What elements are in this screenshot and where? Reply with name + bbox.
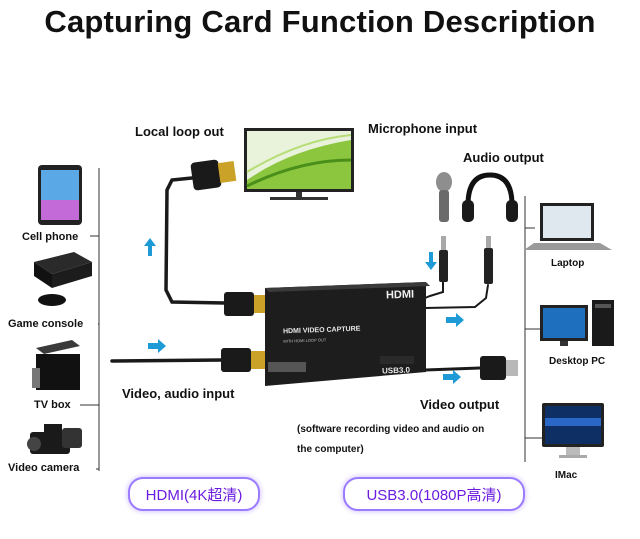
label-local-loop-out: Local loop out: [135, 124, 224, 139]
loop-out-cable: [164, 176, 227, 305]
label-desktop-pc: Desktop PC: [549, 356, 606, 367]
label-tv-box: TV box: [34, 399, 71, 411]
label-microphone-input: Microphone input: [368, 121, 478, 136]
badge-hdmi: HDMI(4K超清): [128, 477, 260, 511]
hdmi-plug-input: [221, 348, 265, 372]
source-bracket: [80, 168, 100, 471]
arrow-up-loop: [144, 238, 156, 256]
output-bracket: [524, 196, 542, 462]
label-laptop: Laptop: [551, 258, 585, 269]
cables: [110, 176, 489, 372]
arrow-right-input: [148, 339, 166, 353]
label-video-output: Video output: [420, 397, 500, 412]
monitor-icon: [244, 128, 354, 200]
desktop-pc-icon: [540, 300, 614, 346]
mic-cable: [424, 281, 444, 299]
label-video-output-note-1: (software recording video and audio on: [297, 424, 485, 435]
device-port-label: USB3.0: [381, 365, 411, 376]
headphones-icon: [462, 172, 518, 222]
tv-box-icon: [32, 340, 80, 390]
imac-icon: [542, 403, 604, 458]
label-cell-phone: Cell phone: [22, 231, 79, 243]
usb-plug: [480, 356, 518, 380]
device-logo: HDMI: [385, 288, 415, 302]
label-imac: IMac: [555, 470, 578, 481]
page-title: Capturing Card Function Description: [44, 4, 596, 39]
hdmi-plug-top: [190, 159, 237, 191]
usb-cable: [423, 366, 482, 372]
video-camera-icon: [27, 424, 82, 454]
arrow-down-mic: [425, 252, 437, 270]
game-console-icon: [34, 252, 92, 306]
video-input-cable: [110, 358, 224, 363]
mic-jack-icon: [439, 236, 448, 282]
cell-phone-icon: [38, 165, 82, 225]
arrow-right-audio: [446, 313, 464, 327]
audio-out-cable: [424, 284, 489, 309]
headphone-jack-icon: [484, 236, 493, 284]
label-game-console: Game console: [8, 318, 84, 330]
label-audio-output: Audio output: [463, 150, 544, 165]
microphone-icon: [436, 172, 452, 222]
hdmi-plug-loop: [224, 292, 268, 316]
label-video-audio-input: Video, audio input: [122, 386, 235, 401]
label-video-camera: Video camera: [8, 462, 80, 474]
badge-usb: USB3.0(1080P高清): [343, 477, 525, 511]
capture-device-body: [265, 282, 430, 386]
arrow-right-usb: [443, 370, 461, 384]
laptop-icon: [524, 203, 612, 250]
label-video-output-note-2: the computer): [297, 444, 364, 455]
